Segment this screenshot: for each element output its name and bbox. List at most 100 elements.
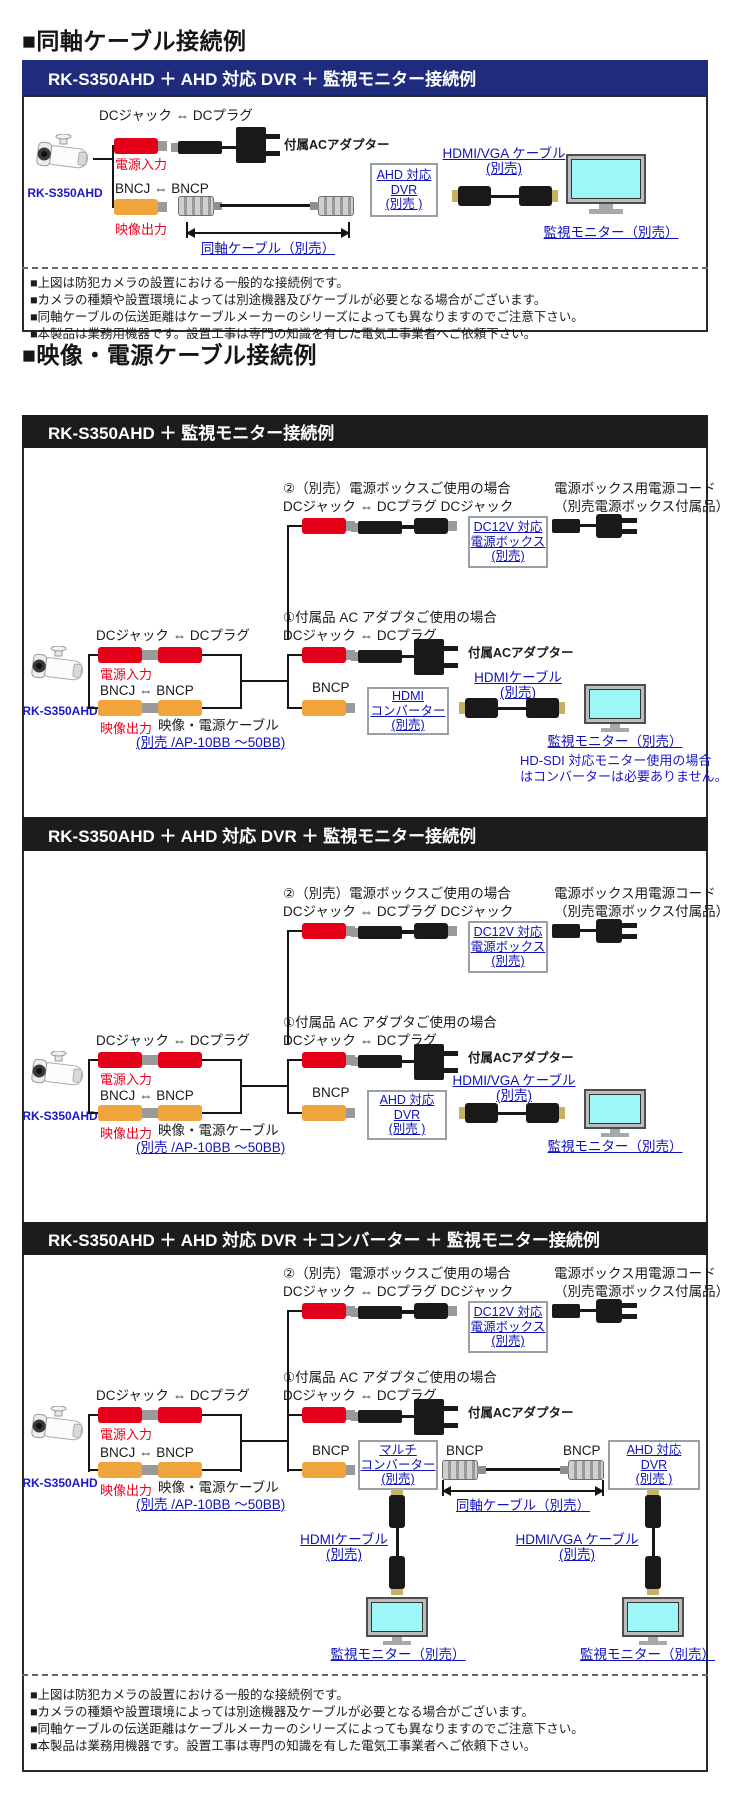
monitor-link[interactable]: 監視モニター（別売） — [330, 1647, 466, 1662]
hdmi-cable-icon-vertical — [645, 1489, 661, 1595]
hdmi-conv-line2: コンバーター — [370, 703, 446, 718]
dc12v-power-box[interactable]: DC12V 対応 電源ボックス (別売) — [468, 1301, 548, 1353]
power-box-cord-label1: 電源ボックス用電源コード — [554, 481, 716, 496]
monitor-link[interactable]: 監視モニター（別売） — [547, 734, 683, 749]
header-bar-1: RK-S350AHD ＋ AHD 対応 DVR ＋ 監視モニター接続例 — [22, 60, 708, 95]
junction-line — [88, 654, 98, 656]
multi-converter-box[interactable]: マルチ コンバーター (別売) — [358, 1440, 438, 1490]
monitor-link[interactable]: 監視モニター（別売） — [580, 1647, 715, 1662]
hdmi-vga-cable-link[interactable]: HDMI/VGA ケーブル (別売) — [452, 1073, 576, 1103]
camera-model-label: RK-S350AHD — [22, 1476, 98, 1490]
junction-line — [93, 158, 112, 160]
bncp-label: BNCP — [446, 1443, 484, 1458]
ahd-dvr-line3: (別売 ) — [635, 1472, 673, 1487]
junction-line — [88, 1414, 98, 1416]
multi-conv-line1: マルチ — [379, 1443, 417, 1458]
dc-plug-black — [351, 1306, 416, 1319]
ahd-dvr-line3: (別売 ) — [388, 1122, 426, 1137]
junction-line — [112, 145, 114, 208]
coax-length-arrow — [442, 1480, 604, 1496]
hdmi-vga-cable-link[interactable]: HDMI/VGA ケーブル (別売) — [512, 1532, 642, 1562]
dc12v-line1: DC12V 対応 — [473, 520, 543, 535]
section-title-coax: ■同軸ケーブル接続例 — [22, 28, 247, 54]
ahd-dvr-line1: AHD 対応 — [626, 1443, 682, 1458]
ac-adapter — [414, 1044, 458, 1080]
junction-line — [88, 707, 98, 709]
av-power-cable-label: 映像・電源ケーブル — [158, 1480, 279, 1495]
hdmi-vga-line1: HDMI/VGA ケーブル — [442, 146, 566, 161]
junction-line — [287, 1310, 303, 1312]
dc-jack-plug-label: DCジャック ⇔ DCプラグ — [96, 1033, 250, 1048]
hdmi-conv-line1: HDMI — [392, 689, 424, 704]
junction-line — [287, 1469, 302, 1471]
ahd-dvr-line1: AHD 対応 — [379, 1093, 435, 1108]
hdmi-vga-line2: (別売) — [486, 161, 522, 176]
power-cord-plug — [552, 924, 596, 938]
hdmi-vga-cable-link[interactable]: HDMI/VGA ケーブル (別売) — [442, 146, 566, 176]
dc12v-power-box[interactable]: DC12V 対応 電源ボックス (別売) — [468, 516, 548, 568]
hdmi-vga-line2: (別売) — [496, 1088, 532, 1103]
junction-line — [88, 1469, 98, 1471]
note-line: ■同軸ケーブルの伝送距離はケーブルメーカーのシリーズによっても異なりますのでご注… — [30, 310, 584, 324]
ahd-dvr-line2: DVR — [390, 182, 418, 197]
power-box-cord-label2: （別売電源ボックス付属品） — [554, 1284, 730, 1299]
dc12v-line3: (別売) — [491, 1334, 525, 1349]
monitor-link[interactable]: 監視モニター（別売） — [543, 225, 679, 240]
header-bar-3-label: RK-S350AHD ＋ AHD 対応 DVR ＋ 監視モニター接続例 — [48, 826, 477, 846]
hdmi-vga-line1: HDMI/VGA ケーブル — [452, 1073, 576, 1088]
bnc-connector-orange — [149, 1462, 202, 1478]
hdsdi-note-line1: HD-SDI 対応モニター使用の場合 — [520, 753, 712, 768]
junction-line — [202, 1414, 240, 1416]
note-line: ■カメラの種類や設置環境によっては別途機器及ケーブルが必要となる場合がございます… — [30, 1705, 534, 1719]
dc12v-power-box[interactable]: DC12V 対応 電源ボックス (別売) — [468, 921, 548, 973]
bnc-connector-orange — [149, 1105, 202, 1121]
ahd-dvr-box[interactable]: AHD 対応 DVR (別売 ) — [367, 1090, 447, 1140]
coax-cable-link[interactable]: 同軸ケーブル（別売） — [200, 241, 336, 256]
dc-plug-connector-red — [149, 1052, 202, 1068]
case2-title: ②（別売）電源ボックスご使用の場合 — [283, 886, 511, 901]
av-power-cable-label: 映像・電源ケーブル — [158, 1123, 279, 1138]
dc-plug-black — [351, 1055, 416, 1068]
power-box-cord-label1: 電源ボックス用電源コード — [554, 1266, 716, 1281]
ahd-dvr-line2: DVR — [640, 1457, 668, 1472]
av-power-cable-link[interactable]: (別売 /AP-10BB ～50BB) — [136, 735, 286, 750]
dc-triple-label: DCジャック ⇔ DCプラグ DCジャック — [283, 499, 514, 514]
ahd-dvr-box[interactable]: AHD 対応 DVR (別売 ) — [370, 163, 438, 217]
dc-jack-connector-red — [302, 1303, 355, 1319]
junction-line — [287, 525, 289, 640]
ac-adapter-label: 付属ACアダプター — [468, 646, 574, 660]
av-power-cable-link[interactable]: (別売 /AP-10BB ～50BB) — [136, 1497, 286, 1512]
ac-adapter — [236, 127, 280, 163]
hdmi-cable-link[interactable]: HDMIケーブル (別売) — [470, 670, 566, 700]
ahd-dvr-line3: (別売 ) — [385, 197, 423, 212]
hdmi-cable-link[interactable]: HDMIケーブル (別売) — [298, 1532, 390, 1562]
bnc-connector-orange — [98, 1105, 151, 1121]
junction-line — [202, 1112, 240, 1114]
bnc-connector-orange — [98, 1462, 151, 1478]
ac-adapter-label: 付属ACアダプター — [468, 1051, 574, 1065]
dc-plug-black — [351, 1410, 416, 1423]
dc-jack-connector-red — [98, 1052, 151, 1068]
power-box-cord-label2: （別売電源ボックス付属品） — [554, 499, 730, 514]
coax-cable-link[interactable]: 同軸ケーブル（別売） — [455, 1498, 591, 1513]
camera-icon — [30, 645, 88, 695]
dc-jack-plug-label: DCジャック ⇔ DCプラグ — [99, 108, 253, 123]
bnc-connector-orange — [149, 700, 202, 716]
note-line: ■カメラの種類や設置環境によっては別途機器及びケーブルが必要となる場合がございま… — [30, 293, 547, 307]
header-bar-2-label: RK-S350AHD ＋ 監視モニター接続例 — [48, 424, 335, 443]
ac-adapter — [414, 1399, 458, 1435]
junction-line — [88, 1414, 90, 1472]
av-power-cable-link[interactable]: (別売 /AP-10BB ～50BB) — [136, 1140, 286, 1155]
hdmi-converter-box[interactable]: HDMI コンバーター (別売) — [367, 687, 449, 735]
junction-line — [287, 1112, 302, 1114]
junction-line — [88, 1059, 90, 1114]
junction-line — [287, 1414, 289, 1472]
junction-line — [287, 1310, 289, 1425]
ahd-dvr-box[interactable]: AHD 対応 DVR (別売 ) — [608, 1440, 700, 1490]
monitor-link[interactable]: 監視モニター（別売） — [547, 1139, 683, 1154]
bnc-connector-orange — [302, 1462, 355, 1478]
note-line: ■上図は防犯カメラの設置における一般的な接続例です。 — [30, 1688, 349, 1702]
wire — [400, 930, 414, 933]
junction-line — [240, 1085, 287, 1087]
